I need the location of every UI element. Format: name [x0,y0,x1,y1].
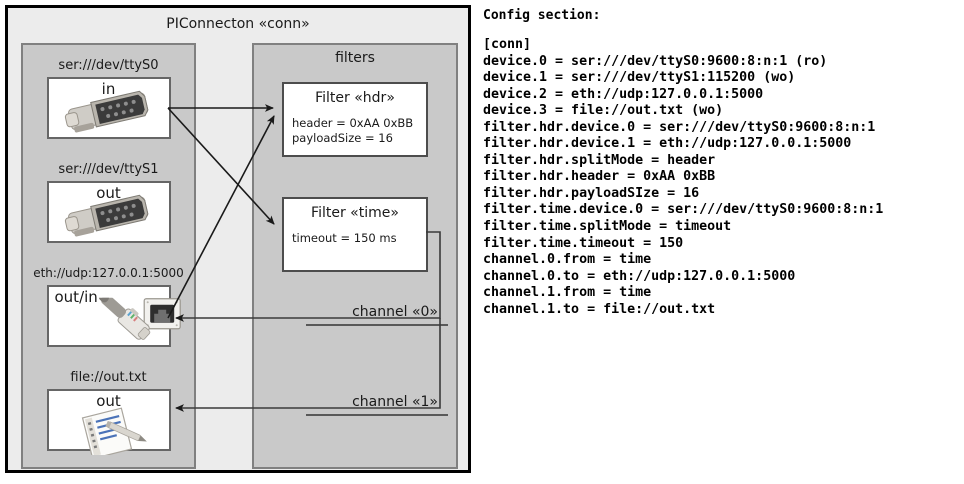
config-line: channel.1.from = time [483,285,652,301]
device-eth-udp[interactable]: eth://udp:127.0.0.1:5000 out/in [23,266,194,351]
device-box[interactable]: out [46,389,171,455]
filter-hdr-box[interactable]: Filter «hdr» header = 0xAA 0xBB payloadS… [282,82,428,157]
config-line: device.2 = eth://udp:127.0.0.1:5000 [483,86,764,102]
device-direction: out [96,184,121,202]
config-line: filter.hdr.header = 0xAA 0xBB [483,169,716,185]
config-line: filter.hdr.payloadSIze = 16 [483,185,700,201]
config-heading: Config section: [483,8,601,23]
filter-attrs: header = 0xAA 0xBB payloadSize = 16 [292,116,413,146]
filter-attr: payloadSize = 16 [292,131,393,145]
config-line: filter.hdr.device.0 = ser:///dev/ttyS0:9… [483,119,876,135]
config-line: [conn] [483,37,532,52]
ethernet-jack-icon [98,297,181,340]
serial-port-icon [64,194,148,237]
devices-panel: ser:///dev/ttyS0 in [21,43,196,469]
filter-attr: header = 0xAA 0xBB [292,116,414,130]
device-ser-ttyS1[interactable]: ser:///dev/ttyS1 out [23,162,194,247]
config-line: channel.0.to = eth://udp:127.0.0.1:5000 [483,268,796,284]
config-line: filter.time.splitMode = timeout [483,219,732,235]
device-label: file://out.txt [70,370,147,385]
device-direction: in [101,80,116,98]
filters-panel-title: filters [335,50,375,66]
channel-0-box[interactable]: channel «0» [306,238,448,326]
filter-title: Filter «hdr» [315,90,395,106]
config-line: channel.0.from = time [483,252,652,268]
diagram-title: PIConnecton «conn» [166,16,310,32]
device-box[interactable]: out/in [46,285,181,347]
device-box[interactable]: in [46,77,171,139]
channel-label: channel «0» [352,304,438,320]
device-box[interactable]: out [46,181,171,243]
device-label: ser:///dev/ttyS1 [58,162,159,177]
device-direction: out [96,392,121,410]
device-file-out[interactable]: file://out.txt out [23,370,194,455]
config-line: device.3 = file://out.txt (wo) [483,103,724,119]
config-line: filter.hdr.device.1 = eth://udp:127.0.0.… [483,136,852,152]
config-lines: [conn]device.0 = ser:///dev/ttyS0:9600:8… [483,37,961,318]
config-line: channel.1.to = file://out.txt [483,301,716,317]
serial-port-icon [64,90,148,133]
config-line: filter.time.timeout = 150 [483,235,684,251]
device-ser-ttyS0[interactable]: ser:///dev/ttyS0 in [23,58,194,143]
channel-label: channel «1» [352,394,438,410]
config-line: filter.hdr.splitMode = header [483,152,716,168]
device-label: ser:///dev/ttyS0 [58,58,159,73]
connector-diagram: PIConnecton «conn» ser:///dev/ttyS0 in [5,5,471,473]
filter-title: Filter «time» [311,205,399,221]
config-line: device.0 = ser:///dev/ttyS0:9600:8:n:1 (… [483,53,828,69]
config-line: device.1 = ser:///dev/ttyS1:115200 (wo) [483,70,796,86]
filters-panel: filters Filter «hdr» header = 0xAA 0xBB … [252,43,458,469]
device-label: eth://udp:127.0.0.1:5000 [33,266,184,280]
device-direction: out/in [54,288,98,306]
config-line: filter.time.device.0 = ser:///dev/ttyS0:… [483,202,884,218]
config-section: Config section: [conn]device.0 = ser:///… [483,8,961,318]
channel-1-box[interactable]: channel «1» [306,326,448,416]
text-file-icon [81,407,147,455]
